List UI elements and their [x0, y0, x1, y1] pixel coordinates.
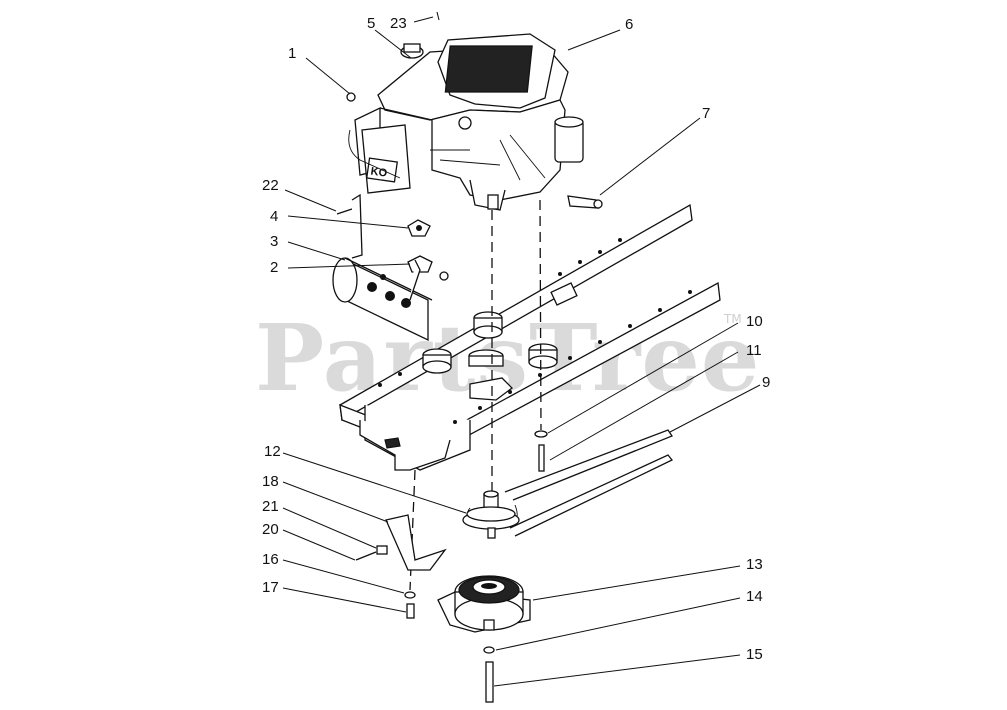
callout-11: 11 [746, 342, 762, 359]
callout-12: 12 [264, 443, 281, 460]
part-bolt-11 [538, 444, 545, 472]
callout-23: 23 [390, 15, 407, 32]
part-belt [467, 429, 674, 537]
callout-6: 6 [625, 16, 633, 33]
part-pin [436, 11, 440, 21]
engine-decal: KO [370, 165, 388, 179]
callout-5: 5 [367, 15, 375, 32]
part-belt-guide [355, 514, 447, 619]
callout-14: 14 [746, 588, 763, 605]
callout-17: 17 [262, 579, 279, 596]
leader-lines [282, 16, 761, 687]
callout-20: 20 [262, 521, 279, 538]
air-cleaner-grille [444, 45, 533, 93]
part-bolt-15 [485, 661, 494, 703]
part-fitting [567, 195, 603, 209]
part-clutch [437, 575, 531, 633]
callout-4: 4 [270, 208, 278, 225]
callout-22: 22 [262, 177, 279, 194]
part-washer-14 [483, 646, 495, 654]
callout-16: 16 [262, 551, 279, 568]
part-washer-10 [534, 430, 548, 438]
part-drive-pulley [462, 490, 520, 539]
isolators [422, 311, 558, 401]
callout-21: 21 [262, 498, 279, 515]
part-muffler [332, 193, 433, 342]
callout-13: 13 [746, 556, 763, 573]
callout-3: 3 [270, 233, 278, 250]
watermark-trademark: TM [723, 312, 742, 326]
callout-2: 2 [270, 259, 278, 276]
callout-10: 10 [746, 313, 763, 330]
callout-9: 9 [762, 374, 770, 391]
callout-1: 1 [288, 45, 296, 62]
part-oil-cap [400, 43, 424, 59]
engine: KO [348, 33, 584, 211]
callouts: 1 5 23 6 7 22 4 3 2 10 11 9 12 18 21 20 … [262, 15, 770, 663]
callout-18: 18 [262, 473, 279, 490]
part-bolt-22 [336, 208, 353, 215]
part-nut [346, 92, 356, 102]
callout-7: 7 [702, 105, 710, 122]
callout-15: 15 [746, 646, 763, 663]
